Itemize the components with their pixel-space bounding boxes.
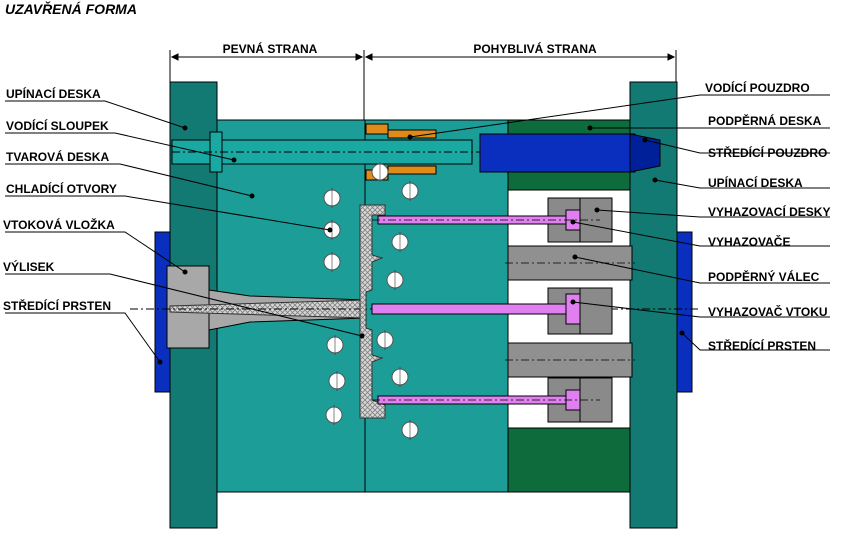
- label-guide-pin: VODÍCÍ SLOUPEK: [6, 119, 109, 133]
- fixed-side-header: PEVNÁ STRANA: [222, 42, 318, 56]
- label-centering-bushing: STŘEDÍCÍ POUZDRO: [708, 146, 828, 160]
- right-centering-ring: [675, 231, 693, 393]
- label-ejectors: VYHAZOVAČE: [708, 235, 791, 249]
- dimension-lines: [169, 50, 677, 120]
- support-plate-lower: [507, 427, 631, 493]
- guide-bushing: [365, 123, 389, 135]
- label-centering-ring-moving: STŘEDÍCÍ PRSTEN: [708, 339, 817, 353]
- label-centering-ring-fixed: STŘEDÍCÍ PRSTEN: [3, 299, 112, 313]
- label-clamp-plate-fixed: UPÍNACÍ DESKA: [6, 87, 101, 101]
- label-ejector-plates: VYHAZOVACÍ DESKY: [708, 205, 831, 219]
- centering-bushing: [479, 133, 636, 173]
- label-molded-part: VÝLISEK: [3, 260, 55, 274]
- molded-part: [359, 204, 386, 419]
- leader-lines-right: [409, 94, 830, 351]
- page-title: UZAVŘENÁ FORMA: [5, 1, 137, 17]
- sprue-ejector-pin: [371, 303, 569, 315]
- label-cooling-holes: CHLADÍCÍ OTVORY: [6, 182, 117, 196]
- label-cavity-plate: TVAROVÁ DESKA: [6, 150, 110, 164]
- label-sprue-ejector: VYHAZOVAČ VTOKU: [708, 305, 828, 319]
- label-support-pillar: PODPĚRNÝ VÁLEC: [708, 270, 820, 284]
- leader-lines-left: [5, 100, 363, 363]
- label-guide-bushing: VODÍCÍ POUZDRO: [705, 81, 810, 95]
- label-support-plate: PODPĚRNÁ DESKA: [708, 114, 822, 128]
- label-sprue-bushing: VTOKOVÁ VLOŽKA: [3, 218, 115, 232]
- label-clamp-plate-moving: UPÍNACÍ DESKA: [708, 176, 803, 190]
- moving-side-header: POHYBLIVÁ STRANA: [473, 42, 597, 56]
